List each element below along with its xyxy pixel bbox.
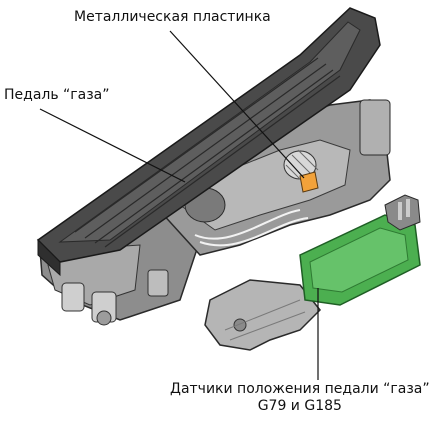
label-metal-plate: Металлическая пластинка	[74, 9, 271, 25]
leader-line-plate	[169, 30, 305, 179]
mounting-bracket	[204, 279, 322, 351]
label-sensors-line2: G79 и G185	[257, 397, 342, 414]
sensor-module	[299, 194, 421, 306]
label-accelerator-pedal: Педаль “газа”	[4, 87, 110, 103]
leader-line-pedal	[39, 108, 186, 183]
label-pedal-position-sensors: Датчики положения педали “газа” G79 и G1…	[170, 381, 430, 415]
metal-plate	[299, 171, 319, 193]
accelerator-pedal	[36, 7, 381, 277]
leader-lines	[39, 30, 319, 380]
label-sensors-line1: Датчики положения педали “газа”	[170, 381, 430, 397]
